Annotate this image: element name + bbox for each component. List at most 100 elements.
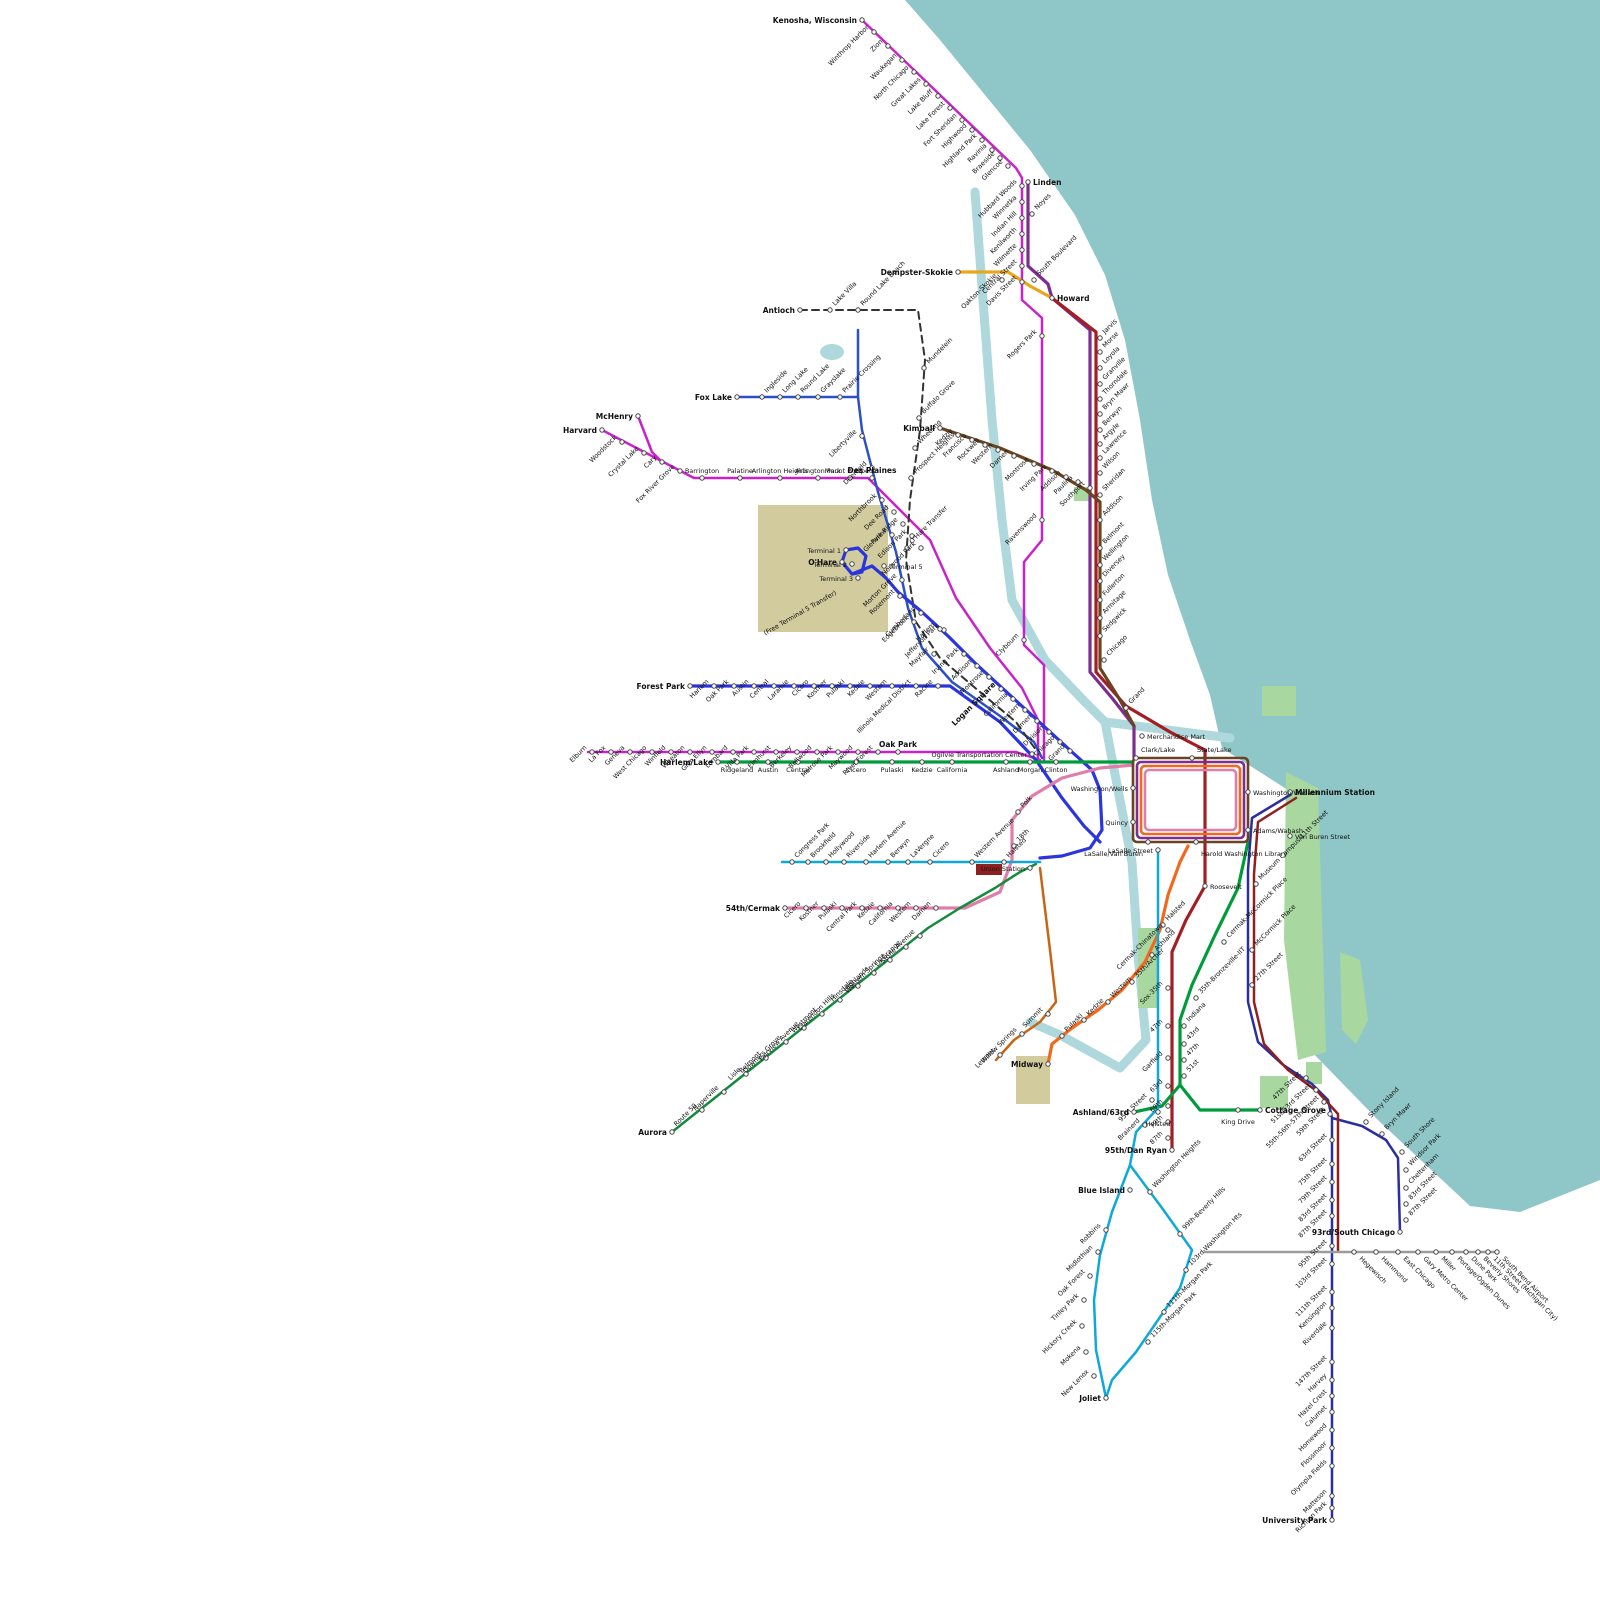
station-label: 27th Street	[1253, 950, 1285, 982]
station-dot	[743, 1071, 749, 1077]
station-dot	[955, 269, 961, 275]
station-dot	[855, 749, 861, 755]
station-label: 51st	[1185, 1057, 1201, 1073]
cta-blue-forest-park-line	[688, 684, 1102, 844]
station-dot	[1019, 183, 1025, 189]
station-dot	[839, 559, 845, 565]
station-label: Indiana	[1185, 1001, 1208, 1024]
station-dot	[931, 651, 937, 657]
station-dot	[955, 432, 961, 438]
station-dot	[668, 749, 674, 755]
station-dot	[1155, 847, 1161, 853]
station-dot	[1287, 789, 1293, 795]
station-dot	[1131, 1109, 1137, 1115]
station-label: Arlington Heights	[752, 467, 809, 475]
lincoln-park	[1262, 686, 1296, 716]
station-dot	[1091, 1373, 1097, 1379]
station-dot	[989, 147, 995, 153]
station-label: Central	[786, 766, 810, 774]
station-dot	[997, 155, 1003, 161]
station-label: 47th	[1185, 1041, 1201, 1057]
station-dot	[1329, 1493, 1335, 1499]
station-dot	[1019, 263, 1025, 269]
station-dot	[1433, 1249, 1439, 1255]
station-dot	[905, 859, 911, 865]
station-dot	[783, 1039, 789, 1045]
cta-green-cottage-branch-line	[1178, 1083, 1262, 1112]
station-label: Damen	[910, 900, 932, 922]
northerly-island	[1340, 952, 1368, 1044]
station-label: Elburn	[568, 744, 588, 764]
station-dot	[619, 439, 625, 445]
station-label: Palatine	[727, 467, 753, 475]
station-dot	[919, 759, 925, 765]
station-label: O'Hare	[808, 558, 837, 567]
station-label: Union Station	[981, 865, 1025, 873]
station-dot	[627, 749, 633, 755]
station-dot	[1245, 789, 1251, 795]
station-dot	[659, 459, 665, 465]
station-label: Fox Lake	[695, 393, 732, 402]
station-dot	[821, 905, 827, 911]
station-dot	[927, 859, 933, 865]
station-dot	[1463, 1249, 1469, 1255]
station-dot	[1245, 827, 1251, 833]
station-label: Halsted	[1146, 1120, 1171, 1128]
station-label: King Drive	[1221, 1118, 1255, 1126]
station-dot	[1351, 1249, 1357, 1255]
station-dot	[687, 749, 693, 755]
station-dot	[899, 57, 905, 63]
station-dot	[849, 561, 855, 567]
station-label: Rogers Park	[1006, 328, 1039, 361]
station-label: Clinton	[1045, 766, 1068, 774]
station-dot	[847, 475, 853, 481]
cta-green-ashland-branch-line	[1132, 1083, 1182, 1114]
station-dot	[1063, 474, 1069, 480]
station-dot	[998, 686, 1004, 692]
station-dot	[889, 683, 895, 689]
station-dot	[841, 859, 847, 865]
station-dot	[1139, 733, 1145, 739]
station-dot	[961, 651, 967, 657]
station-dot	[909, 533, 915, 539]
station-dot	[734, 394, 740, 400]
station-dot	[889, 532, 895, 538]
station-dot	[843, 547, 849, 553]
metra-ncs-line	[799, 309, 1037, 751]
station-dot	[1031, 461, 1037, 467]
station-dot	[885, 859, 891, 865]
cta-red-line	[1050, 296, 1207, 1152]
station-dot	[1067, 748, 1073, 754]
station-dot	[1329, 1179, 1335, 1185]
station-label: Garfield	[1141, 1050, 1165, 1074]
station-dot	[794, 749, 800, 755]
station-dot	[837, 394, 843, 400]
station-dot	[1081, 1017, 1087, 1023]
station-dot	[649, 749, 655, 755]
station-label: Aurora	[638, 1128, 667, 1137]
station-label: Ravenswood	[1004, 512, 1039, 547]
station-dot	[855, 983, 861, 989]
station-dot	[1097, 470, 1103, 476]
station-dot	[730, 749, 736, 755]
station-dot	[959, 117, 965, 123]
station-label: Antioch	[763, 306, 795, 315]
station-dot	[891, 509, 897, 515]
station-dot	[608, 749, 614, 755]
station-dot	[859, 17, 865, 23]
station-label: Mount Prospect	[825, 467, 876, 475]
station-dot	[1087, 1273, 1093, 1279]
station-dot	[1329, 1393, 1335, 1399]
station-label: Crystal Lake	[606, 445, 640, 479]
station-dot	[1087, 485, 1093, 491]
station-label: Roosevelt	[1210, 883, 1242, 891]
station-dot	[1103, 1227, 1109, 1233]
station-dot	[763, 1055, 769, 1061]
station-label: Grand	[1127, 686, 1147, 706]
metra-electric-line	[1246, 793, 1334, 1522]
station-label: Clark/Lake	[1141, 746, 1175, 754]
station-dot	[1019, 199, 1025, 205]
station-dot	[699, 475, 705, 481]
station-dot	[1363, 1119, 1369, 1125]
station-dot	[999, 277, 1005, 283]
